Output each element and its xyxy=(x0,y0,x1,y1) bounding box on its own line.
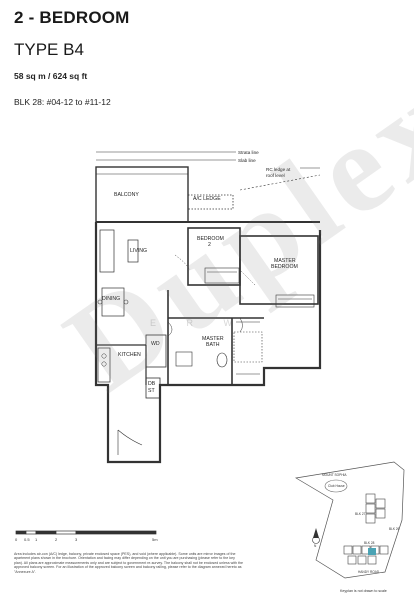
rc-ledge-label-line2: roof level xyxy=(266,173,285,178)
watermark-subtext: E R W xyxy=(150,318,246,328)
disclaimer-text: Area includes air-con (A/C) ledge, balco… xyxy=(14,552,243,574)
outer-wall xyxy=(94,222,322,464)
keyplan-blk-a: BLK 27 xyxy=(355,512,366,516)
unit-type: TYPE B4 xyxy=(14,40,84,59)
bedroom2-label-line1: BEDROOM xyxy=(197,236,224,242)
scale-label-0-5: 0.5 xyxy=(24,537,30,542)
north-arrow-icon xyxy=(313,528,319,538)
living-label: LIVING xyxy=(130,248,147,254)
keyplan-blk-b: BLK 28 xyxy=(364,541,375,545)
unit-block: BLK 28: #04-12 to #11-12 xyxy=(14,97,111,107)
master-bath-label-line2: BATH xyxy=(206,342,220,348)
keyplan-blk-c: BLK 26 xyxy=(389,527,400,531)
scale-bar xyxy=(15,530,157,535)
wd-label: WD xyxy=(151,341,160,347)
master-bedroom-label-line2: BEDROOM xyxy=(271,264,298,270)
scale-label-0: 0 xyxy=(15,537,18,542)
north-label: N xyxy=(314,544,317,548)
kitchen-label: KITCHEN xyxy=(118,352,141,358)
balcony-label: BALCONY xyxy=(114,192,139,198)
st-label: ST xyxy=(148,388,155,394)
slab-line-label: Slab line xyxy=(238,158,256,163)
dining-label: DINING xyxy=(102,296,120,302)
unit-area: 58 sq m / 624 sq ft xyxy=(14,71,88,81)
scale-label-2: 2 xyxy=(55,537,58,542)
master-bedroom-label-line1: MASTER xyxy=(274,258,296,264)
db-label: DB xyxy=(148,381,156,387)
ac-ledge-outline xyxy=(187,194,234,210)
rc-ledge-label-line1: RC ledge at xyxy=(266,167,291,172)
keyplan-road-north: MOUNT SOPHIA xyxy=(322,473,347,477)
scale-label-3: 3 xyxy=(75,537,78,542)
keyplan-road-south: HANDY ROAD xyxy=(358,570,380,574)
strata-line-label: Strata line xyxy=(238,150,259,155)
page-title: 2 - BEDROOM xyxy=(14,8,130,27)
scale-label-5m: 5m xyxy=(152,537,158,542)
ac-ledge-label: A/C LEDGE xyxy=(193,196,221,202)
balcony-outline xyxy=(95,166,189,223)
master-bedroom-walls xyxy=(239,235,319,305)
keyplan-note: Keyplan is not drawn to scale xyxy=(340,589,387,593)
keyplan xyxy=(294,461,405,579)
bedroom2-label-line2: 2 xyxy=(208,242,211,248)
scale-label-1: 1 xyxy=(35,537,38,542)
keyplan-clubhouse: Club House xyxy=(328,484,345,488)
keyplan-highlight xyxy=(368,548,376,555)
master-bath-label-line1: MASTER xyxy=(202,336,224,342)
